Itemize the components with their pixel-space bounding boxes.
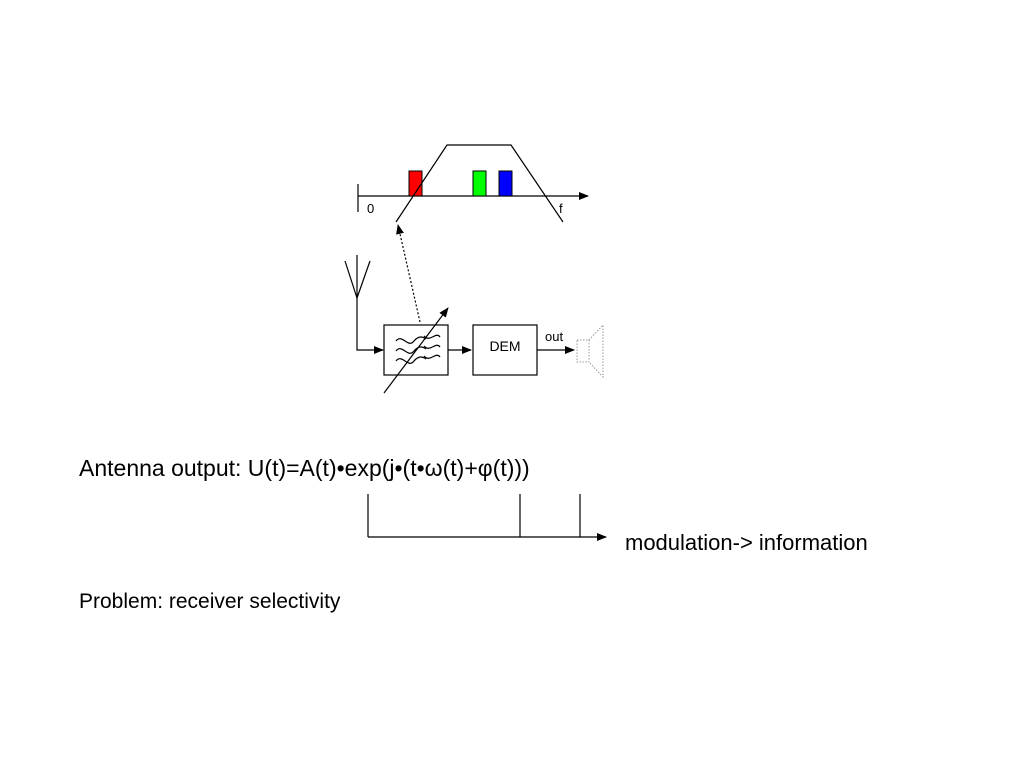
tuning-link-dotted-arrow [396, 224, 421, 323]
modulation-information-label: modulation-> information [625, 530, 868, 555]
antenna-feed-line [356, 298, 384, 354]
tuning-arrow-icon [383, 307, 449, 394]
frequency-axis-label: f [559, 201, 563, 216]
spectrum-plot: 0 f [357, 144, 589, 223]
green-channel-bar [472, 170, 487, 197]
speaker-icon [576, 323, 604, 379]
filter-passband-curve [395, 144, 564, 223]
tunable-filter-block [383, 307, 449, 394]
antenna-icon [344, 255, 371, 299]
blue-channel-bar [498, 170, 513, 197]
demodulator-block: DEM [472, 324, 538, 376]
out-label: out [545, 329, 563, 344]
formula-bracket [367, 494, 607, 541]
problem-statement: Problem: receiver selectivity [79, 590, 341, 613]
filter-wave-icon [395, 334, 441, 364]
antenna-output-formula: Antenna output: U(t)=A(t)•exp(j•(t•ω(t)+… [79, 455, 530, 481]
dem-label: DEM [489, 338, 520, 354]
origin-label: 0 [367, 201, 374, 216]
